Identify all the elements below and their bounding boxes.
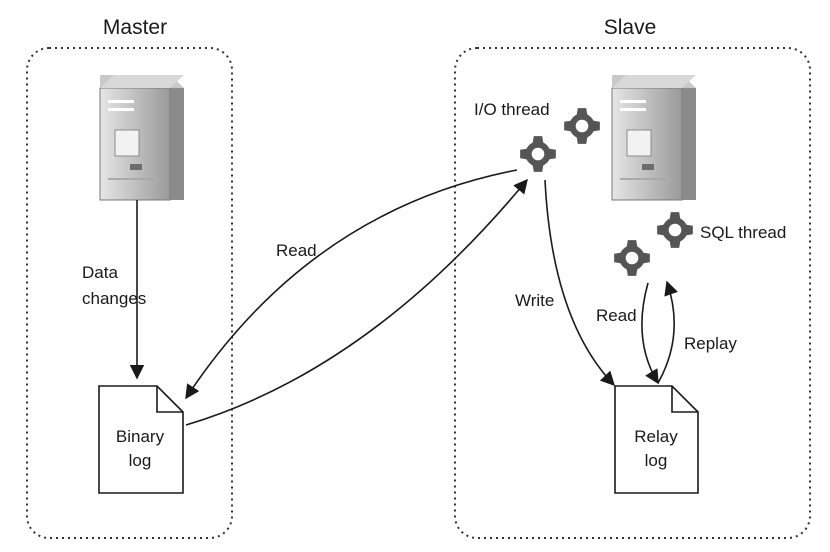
- data-changes-label-line1: Data: [82, 263, 118, 282]
- sql-read-arrow: [641, 282, 659, 385]
- relay-log-label-line1: Relay: [634, 427, 678, 446]
- master-server-icon: [99, 75, 184, 201]
- binary-log-document: [98, 385, 184, 494]
- write-arrow: [544, 179, 615, 387]
- sql-read-label: Read: [596, 306, 637, 325]
- events-return-arrow: [185, 169, 518, 400]
- slave-server-icon: [611, 75, 696, 201]
- read-label: Read: [276, 241, 317, 260]
- binary-log-label-line1: Binary: [116, 427, 165, 446]
- read-request-arrow: [185, 178, 528, 426]
- sql-thread-label: SQL thread: [700, 223, 786, 242]
- sql-thread-gears-icon: [614, 212, 693, 276]
- replay-label: Replay: [684, 334, 737, 353]
- io-thread-label: I/O thread: [474, 100, 550, 119]
- relay-log-document: [614, 385, 699, 494]
- replay-arrow: [657, 280, 678, 384]
- data-changes-label-line2: changes: [82, 289, 146, 308]
- slave-title: Slave: [604, 16, 657, 39]
- relay-log-label-line2: log: [645, 451, 668, 470]
- binary-log-label-line2: log: [129, 451, 152, 470]
- master-container: [26, 47, 233, 539]
- master-title: Master: [103, 16, 167, 39]
- write-label: Write: [515, 291, 554, 310]
